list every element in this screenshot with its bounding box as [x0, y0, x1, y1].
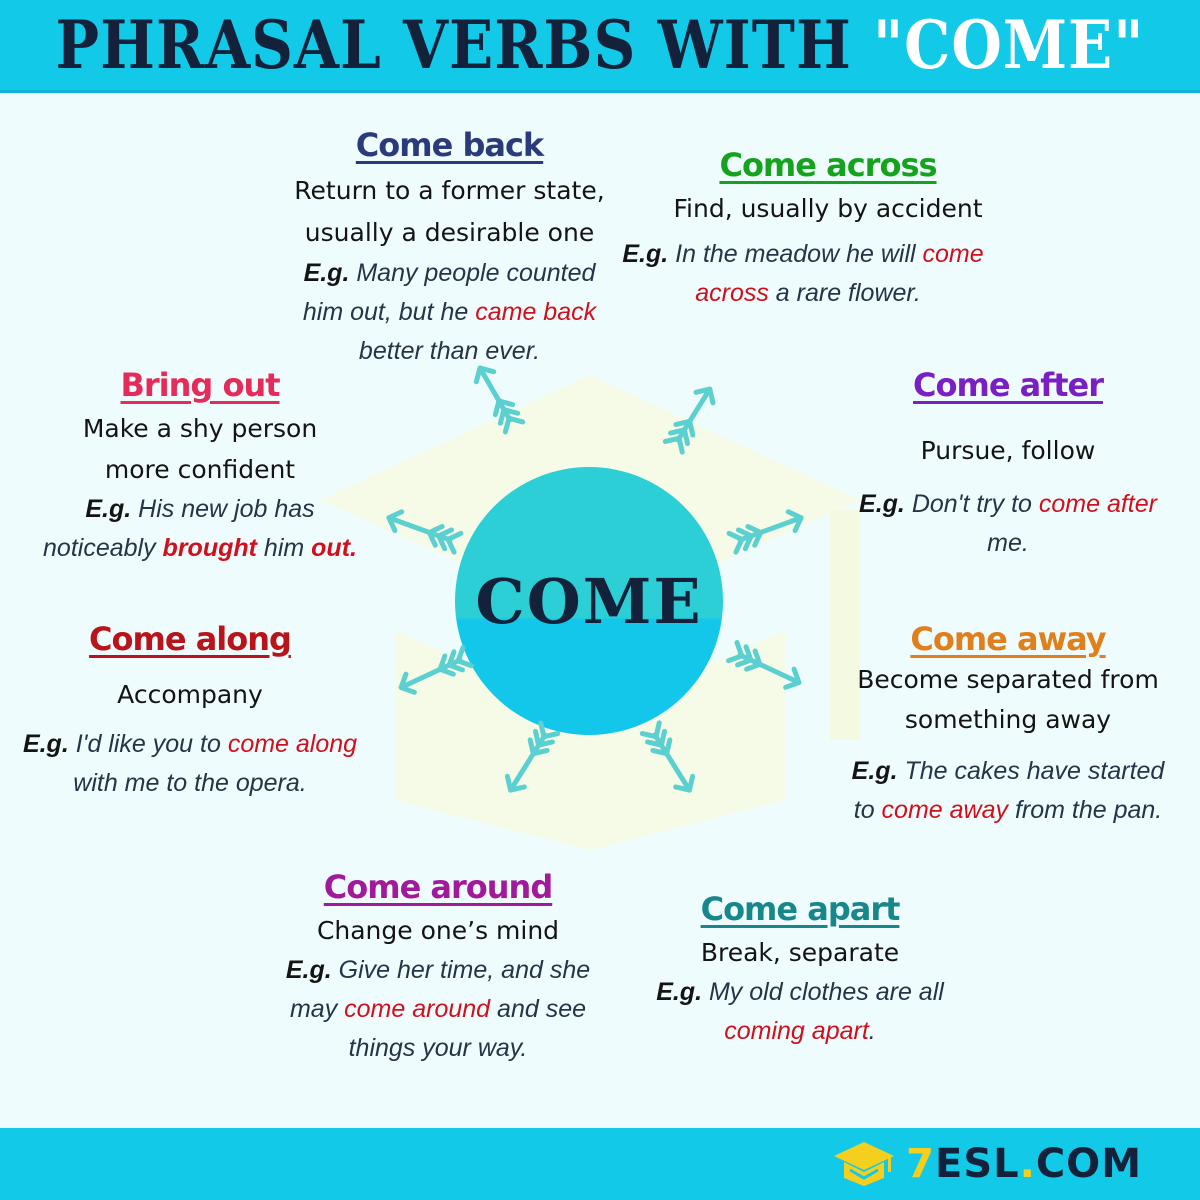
graduation-cap-icon [834, 1142, 895, 1186]
verb-example: E.g. Give her time, and she may come aro… [285, 956, 591, 1063]
7esl-logo[interactable]: 7ESL.COM [832, 1140, 1142, 1188]
verb-card-bring-out: Bring out Make a shy person more confide… [20, 366, 380, 568]
verb-definition: Find, usually by accident [673, 194, 983, 224]
verb-example: E.g. My old clothes are all coming apart… [656, 978, 944, 1046]
hub-label: COME [475, 564, 703, 638]
arrow-up-left-icon [473, 365, 526, 435]
verb-card-come-around: Come around Change one’s mind E.g. Give … [268, 868, 608, 1068]
verb-title: Come back [355, 126, 544, 164]
verb-title: Come along [89, 620, 292, 658]
verb-card-come-along: Come along Accompany E.g. I'd like you t… [10, 620, 370, 803]
arrow-down-right-icon [726, 640, 802, 690]
verb-definition: Break, separate [700, 938, 900, 968]
verb-example: E.g. His new job has noticeably brought … [43, 495, 357, 563]
verb-card-come-across: Come across Find, usually by accident E.… [618, 146, 1038, 313]
verb-example: E.g. Many people counted him out, but he… [302, 259, 597, 366]
verb-example: E.g. The cakes have started to come away… [851, 757, 1165, 825]
verb-definition: Make a shy person more confident [82, 414, 318, 485]
arrow-down-right-lower-icon [639, 720, 696, 793]
logo-text: 7ESL.COM [906, 1141, 1142, 1187]
arrow-down-left-icon [398, 645, 474, 695]
arrow-up-right-icon [662, 386, 716, 455]
verb-title: Bring out [120, 366, 280, 404]
central-come-circle: COME [455, 467, 723, 735]
verb-definition: Change one’s mind [316, 916, 560, 946]
verb-definition: Pursue, follow [920, 436, 1096, 466]
verb-title: Come apart [700, 890, 901, 928]
verb-title: Come after [913, 366, 1104, 404]
title-text: PHRASAL VERBS WITH [55, 5, 873, 85]
title-highlight: "COME" [872, 5, 1145, 85]
arrow-left-icon [386, 509, 464, 555]
verb-card-come-away: Come away Become separated from somethin… [838, 620, 1178, 830]
verb-definition: Accompany [117, 680, 263, 710]
verb-title: Come around [323, 868, 553, 906]
verb-card-come-apart: Come apart Break, separate E.g. My old c… [640, 890, 960, 1051]
arrow-down-left-lower-icon [504, 720, 561, 793]
arrow-right-icon [726, 509, 804, 555]
verb-definition: Return to a former state, usually a desi… [294, 176, 605, 248]
verb-example: E.g. Don't try to come after me. [859, 490, 1157, 558]
title-banner: PHRASAL VERBS WITH "COME" [0, 0, 1200, 93]
verb-definition: Become separated from something away [857, 665, 1159, 735]
page-title: PHRASAL VERBS WITH "COME" [56, 6, 1145, 84]
verb-example: E.g. I'd like you to come along with me … [22, 730, 358, 798]
footer-banner: 7ESL.COM [0, 1128, 1200, 1200]
verb-example: E.g. In the meadow he will come across a… [622, 240, 984, 308]
verb-card-come-back: Come back Return to a former state, usua… [262, 126, 637, 371]
verb-title: Come across [719, 146, 937, 184]
verb-title: Come away [910, 620, 1106, 658]
verb-card-come-after: Come after Pursue, follow E.g. Don't try… [838, 366, 1178, 563]
